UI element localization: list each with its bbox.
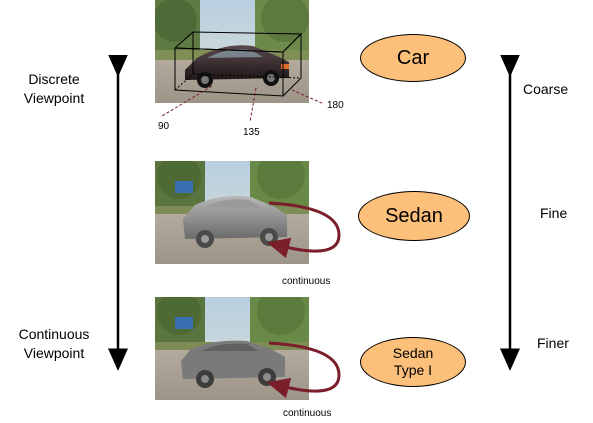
viewpoint-angle-lines: [161, 85, 325, 123]
category-sedan-type-text: Sedan Type I: [392, 345, 434, 378]
continuous-caption-sedan: continuous: [282, 276, 331, 287]
granularity-axis-arrow: [500, 55, 520, 371]
angle-label-180: 180: [327, 100, 344, 111]
discrete-viewpoint-label: Discrete Viewpoint: [8, 70, 100, 108]
sedan-model-image: [155, 161, 309, 264]
category-oval-car: Car: [360, 34, 466, 82]
category-oval-sedan: Sedan: [358, 191, 470, 241]
fine-label: Fine: [540, 205, 568, 221]
sedan-model-panel: [155, 161, 309, 264]
discrete-continuous-axis-arrow: [108, 55, 128, 371]
category-sedan-text: Sedan: [385, 204, 443, 227]
car-photo: [155, 0, 309, 103]
category-oval-sedan-type: Sedan Type I: [360, 337, 466, 387]
discrete-viewpoint-text: Discrete Viewpoint: [23, 71, 85, 106]
car-photo-panel: [155, 0, 309, 103]
rotation-arrow-sedan-type: [266, 341, 341, 399]
continuous-viewpoint-text: Continuous Viewpoint: [18, 326, 90, 361]
continuous-viewpoint-label: Continuous Viewpoint: [4, 325, 104, 363]
category-car-text: Car: [396, 46, 430, 69]
coarse-label: Coarse: [523, 81, 569, 97]
continuous-caption-sedan-type: continuous: [283, 408, 332, 419]
angle-label-90: 90: [158, 121, 170, 132]
finer-label: Finer: [537, 335, 569, 351]
rotation-arrow-sedan: [266, 201, 341, 259]
angle-label-135: 135: [243, 127, 260, 138]
